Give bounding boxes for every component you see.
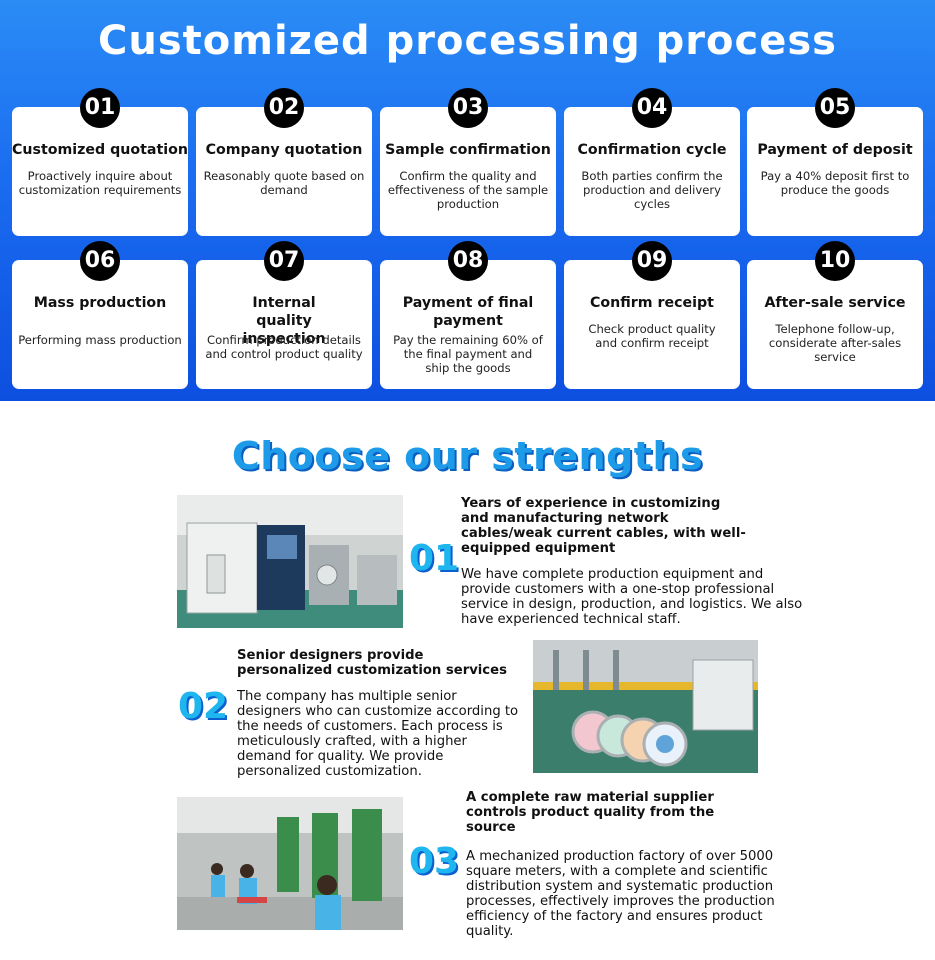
strength-number: 01 bbox=[409, 538, 460, 579]
step-description: Reasonably quote based on demand bbox=[203, 169, 365, 197]
strength-number: 02 bbox=[178, 686, 229, 727]
step-number-badge: 05 bbox=[815, 88, 855, 128]
step-card-01: 01 Customized quotation Proactively inqu… bbox=[12, 88, 188, 236]
step-card-07: 07 Internal quality inspection Confirm p… bbox=[196, 241, 372, 389]
strength-number: 03 bbox=[409, 841, 460, 882]
step-card-02: 02 Company quotation Reasonably quote ba… bbox=[196, 88, 372, 236]
step-description: Performing mass production bbox=[18, 333, 182, 347]
strength-heading: A complete raw material supplier control… bbox=[466, 790, 715, 835]
step-title: Customized quotation bbox=[12, 142, 188, 158]
step-number-badge: 07 bbox=[264, 241, 304, 281]
step-title: Company quotation bbox=[205, 142, 363, 158]
step-title: After-sale service bbox=[764, 295, 906, 311]
step-description: Confirm production details and control p… bbox=[205, 333, 363, 361]
step-description: Pay the remaining 60% of the final payme… bbox=[393, 333, 543, 375]
step-title: Internal quality inspection bbox=[242, 295, 326, 347]
step-description: Both parties confirm the production and … bbox=[581, 169, 723, 211]
step-card-03: 03 Sample confirmation Confirm the quali… bbox=[380, 88, 556, 236]
step-number-badge: 04 bbox=[632, 88, 672, 128]
step-title: Sample confirmation bbox=[385, 142, 551, 158]
step-title: Mass production bbox=[33, 295, 167, 311]
step-card-04: 04 Confirmation cycle Both parties confi… bbox=[564, 88, 740, 236]
step-title: Payment of final payment bbox=[402, 295, 534, 329]
strength-heading: Years of experience in customizing and m… bbox=[461, 496, 746, 556]
step-card-05: 05 Payment of deposit Pay a 40% deposit … bbox=[747, 88, 923, 236]
step-card-10: 10 After-sale service Telephone follow-u… bbox=[747, 241, 923, 389]
step-number-badge: 03 bbox=[448, 88, 488, 128]
step-description: Telephone follow-up, considerate after-s… bbox=[768, 322, 902, 364]
step-number-badge: 02 bbox=[264, 88, 304, 128]
step-description: Confirm the quality and effectiveness of… bbox=[387, 169, 549, 211]
step-title: Confirmation cycle bbox=[577, 142, 727, 158]
step-card-08: 08 Payment of final payment Pay the rema… bbox=[380, 241, 556, 389]
strength-body: The company has multiple senior designer… bbox=[237, 689, 519, 779]
step-card-06: 06 Mass production Performing mass produ… bbox=[12, 241, 188, 389]
process-section: Customized processing process 01 Customi… bbox=[0, 0, 935, 401]
step-number-badge: 08 bbox=[448, 241, 488, 281]
cable-spools-photo bbox=[533, 640, 758, 773]
strength-body: A mechanized production factory of over … bbox=[466, 849, 775, 939]
step-number-badge: 01 bbox=[80, 88, 120, 128]
step-number-badge: 10 bbox=[815, 241, 855, 281]
step-description: Pay a 40% deposit first to produce the g… bbox=[760, 169, 910, 197]
step-description: Check product quality and confirm receip… bbox=[588, 322, 716, 350]
factory-machine-photo bbox=[177, 495, 403, 628]
step-card-09: 09 Confirm receipt Check product quality… bbox=[564, 241, 740, 389]
step-title: Confirm receipt bbox=[590, 295, 714, 311]
step-title: Payment of deposit bbox=[757, 142, 913, 158]
step-number-badge: 06 bbox=[80, 241, 120, 281]
workers-factory-photo bbox=[177, 797, 403, 930]
strength-body: We have complete production equipment an… bbox=[461, 567, 803, 627]
process-title: Customized processing process bbox=[98, 18, 837, 64]
step-description: Proactively inquire about customization … bbox=[18, 169, 182, 197]
step-number-badge: 09 bbox=[632, 241, 672, 281]
strengths-title: Choose our strengths bbox=[231, 434, 704, 478]
strength-heading: Senior designers provide personalized cu… bbox=[237, 648, 507, 678]
